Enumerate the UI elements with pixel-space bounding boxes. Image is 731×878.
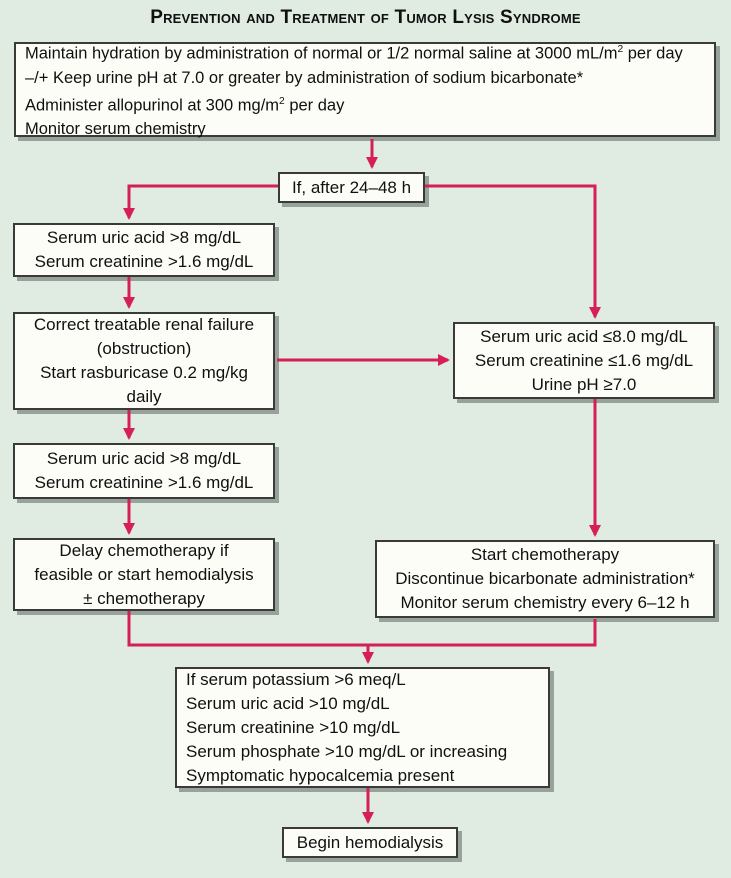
box-line: Correct treatable renal failure (33, 315, 255, 334)
box-line: Serum uric acid >10 mg/dL (186, 693, 390, 713)
begin-hemodialysis-box: Begin hemodialysis (282, 827, 458, 858)
box-line: Delay chemotherapy if (59, 540, 229, 560)
box-line: Serum uric acid ≤8.0 mg/dL (480, 326, 688, 346)
hydration-line-4: Monitor serum chemistry (25, 117, 708, 141)
decision-box: If, after 24–48 h (278, 172, 425, 203)
page-title: Prevention and Treatment of Tumor Lysis … (150, 7, 581, 28)
box-line: Symptomatic hypocalcemia present (186, 765, 455, 785)
start-chemotherapy-box: Start chemotherapy Discontinue bicarbona… (375, 540, 715, 618)
box-line: Urine pH ≥7.0 (531, 374, 637, 394)
superscript: 2 (279, 95, 285, 107)
delay-chemotherapy-box: Delay chemotherapy if feasible or start … (13, 538, 275, 611)
text-fragment: –/+ Keep urine pH at 7.0 or greater by a… (25, 68, 584, 87)
box-line: Serum creatinine >1.6 mg/dL (34, 252, 254, 271)
hydration-line-1: Maintain hydration by administration of … (25, 38, 708, 66)
decision-label: If, after 24–48 h (291, 177, 412, 197)
hydration-protocol-box: Maintain hydration by administration of … (14, 42, 716, 138)
arrow-decision-to-left-branch (123, 184, 278, 220)
box-line: Serum uric acid >8 mg/dL (46, 228, 242, 247)
box-line: Start rasburicase 0.2 mg/kg (40, 363, 248, 382)
text-fragment: Administer allopurinol at 300 mg/m (25, 96, 280, 114)
box-line: ± chemotherapy (83, 588, 205, 608)
box-line: Serum uric acid >8 mg/dL (46, 449, 242, 468)
normal-labs-box: Serum uric acid ≤8.0 mg/dL Serum creatin… (453, 322, 715, 399)
text-fragment: per day (623, 44, 683, 63)
hemodialysis-criteria-box: If serum potassium >6 meq/L Serum uric a… (175, 667, 550, 788)
box-line: Start chemotherapy (470, 545, 620, 564)
box-line: Serum creatinine ≤1.6 mg/dL (474, 350, 694, 370)
high-uric-acid-box-1: Serum uric acid >8 mg/dL Serum creatinin… (13, 223, 275, 277)
hydration-line-2: –/+ Keep urine pH at 7.0 or greater by a… (25, 66, 708, 90)
box-line: Serum creatinine >1.6 mg/dL (34, 473, 254, 492)
box-line: daily (126, 387, 162, 406)
box-line: Discontinue bicarbonate administration* (395, 569, 695, 588)
box-line: Serum creatinine >10 mg/dL (186, 717, 401, 737)
renal-failure-box: Correct treatable renal failure (obstruc… (13, 312, 275, 410)
begin-hemodialysis-label: Begin hemodialysis (296, 832, 444, 852)
high-uric-acid-box-2: Serum uric acid >8 mg/dL Serum creatinin… (13, 443, 275, 499)
text-fragment: per day (284, 96, 345, 114)
superscript: 2 (617, 44, 624, 55)
text-fragment: Maintain hydration by administration of … (25, 44, 618, 63)
box-line: Serum phosphate >10 mg/dL or increasing (186, 741, 508, 761)
hydration-line-3: Administer allopurinol at 300 mg/m2 per … (25, 90, 708, 118)
arrow-decision-to-right-branch (425, 184, 601, 319)
box-line: If serum potassium >6 meq/L (186, 669, 406, 689)
box-line: feasible or start hemodialysis (34, 564, 254, 584)
box-line: Monitor serum chemistry every 6–12 h (400, 593, 690, 612)
box-line: (obstruction) (96, 339, 192, 358)
text-fragment: Monitor serum chemistry (25, 120, 206, 138)
